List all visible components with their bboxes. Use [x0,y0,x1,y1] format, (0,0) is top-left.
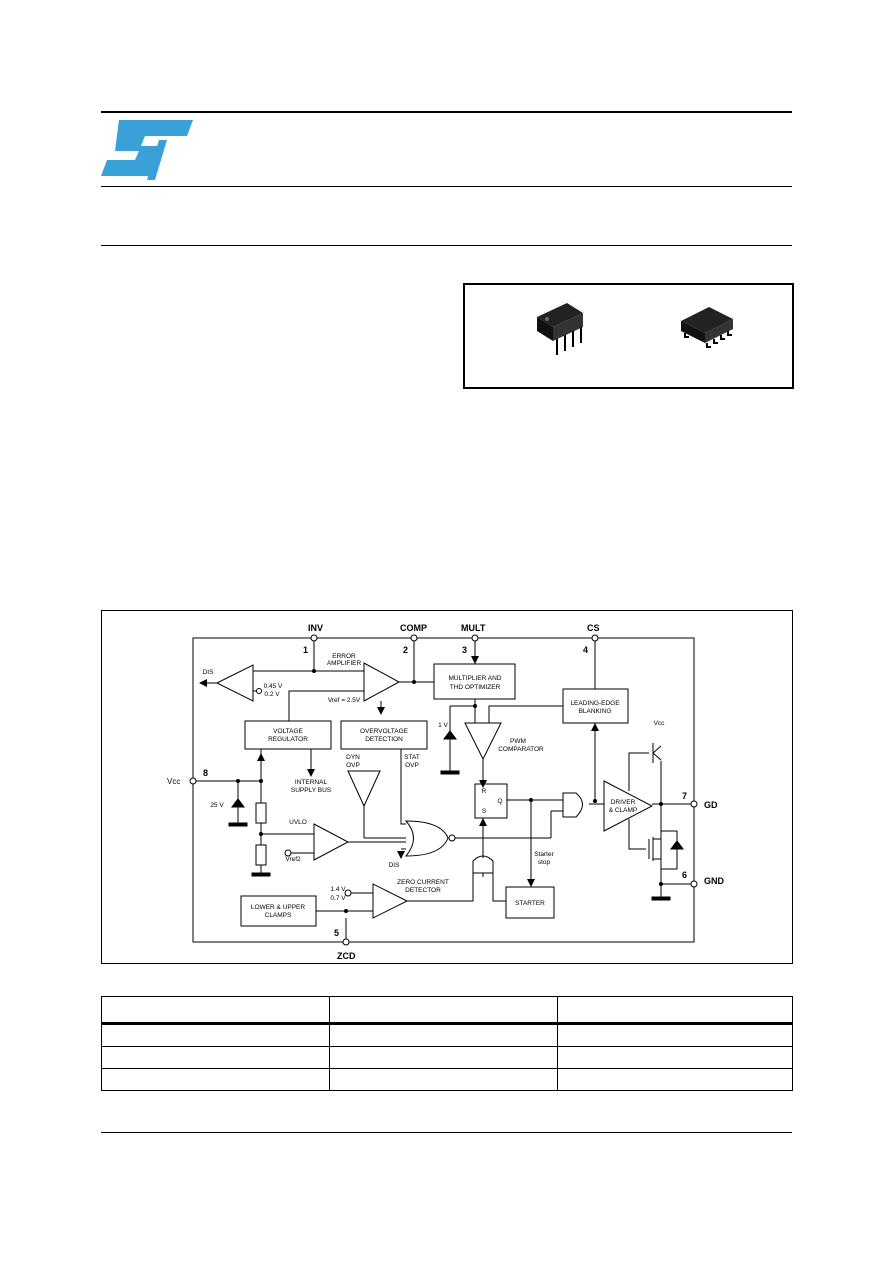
pin-8-number: 8 [203,768,208,778]
internal-bus-label-1: INTERNAL [295,779,328,786]
table-header-row [101,996,793,1025]
mult-label-2: THD OPTIMIZER [450,684,501,691]
dip8-package-icon [537,303,583,355]
driver-clamp [603,780,654,832]
clamps-block [240,895,317,927]
uvlo-label: UVLO [289,819,307,826]
leb-label-2: BLANKING [579,708,612,715]
vreg-label-2: REGULATOR [268,736,308,743]
v1-label: 1 V [438,722,448,729]
dyn-ovp-comparator [347,770,381,808]
v14-label: 1.4 V [330,886,346,893]
error-amp-label-1: ERROR [332,653,356,660]
clamps-label-1: LOWER & UPPER [251,904,305,911]
block-diagram-frame: INV COMP MULT CS ZCD GND GD Vcc 1 2 3 4 … [101,610,793,964]
pin-zcd-label: ZCD [337,951,356,961]
and-gate-starter [472,855,494,874]
pin-inv-label: INV [308,623,323,633]
nor-gate [404,820,449,857]
starter-stop-label-2: stop [538,859,551,866]
header-bottom-rule [101,245,792,246]
dis-label-top: DIS [203,669,215,676]
leb-label-1: LEADING-EDGE [570,700,620,707]
mult-label-1: MULTIPLIER AND [449,675,502,682]
pin-comp-label: COMP [400,623,427,633]
pin-vcc-label: Vcc [167,777,180,786]
zcd-label-1: ZERO CURRENT [397,879,449,886]
v25-label: 25 V [210,802,224,809]
error-amplifier [363,662,401,702]
ovp-block [340,720,428,750]
ic-boundary [192,637,695,943]
st-logo-s-shape [101,120,193,176]
uvlo-comparator [313,823,350,861]
driver-label-1: DRIVER [611,799,636,806]
table-row [101,1068,793,1091]
vreg-label-1: VOLTAGE [273,728,303,735]
dis-label-bottom: DIS [389,862,401,869]
vref-label: Vref = 2.5V [328,697,361,704]
starter-block [505,886,555,919]
pwm-label-1: PWM [510,738,526,745]
package-box [463,283,794,389]
v045-label: 0.45 V [264,683,283,690]
pwm-comparator [464,722,502,761]
v02-label: 0.2 V [264,691,280,698]
table-row [101,1046,793,1069]
pin-cs-label: CS [587,623,600,633]
ovp-label-1: OVERVOLTAGE [360,728,409,735]
zcd-label-2: DETECTOR [405,887,441,894]
pin-gnd-label: GND [704,876,725,886]
starter-stop-label-1: Starter [534,851,554,858]
error-amp-label-2: AMPLIFIER [327,660,362,667]
latch-s-label: S [482,808,487,815]
v07-label: 0.7 V [330,895,346,902]
order-codes-table [101,996,793,1091]
and-gate-driver [562,792,583,818]
stat-ovp-label-1: STAT [404,754,420,761]
header-mid-rule [101,186,792,187]
block-diagram: INV COMP MULT CS ZCD GND GD Vcc 1 2 3 4 … [167,623,725,961]
header-top-rule [101,111,792,113]
pin-gd-label: GD [704,800,718,810]
clamps-label-2: CLAMPS [265,912,292,919]
ovp-label-2: DETECTION [365,736,403,743]
latch-q-label: Q [497,798,502,805]
starter-label: STARTER [515,900,545,907]
internal-bus-label-2: SUPPLY BUS [291,787,332,794]
pin-1-number: 1 [303,645,308,655]
so8-package-icon [681,307,733,348]
pin-mult-label: MULT [461,623,486,633]
voltage-regulator-block [244,720,332,750]
dis-comparator [215,664,254,702]
pin-6-number: 6 [682,870,687,880]
pin-7-number: 7 [682,791,687,801]
st-logo-t-shape [147,140,167,180]
driver-label-2: & CLAMP [609,807,638,814]
zcd-comparator [372,883,409,919]
vcc-driver-label: Vcc [654,720,666,727]
pin-3-number: 3 [462,645,467,655]
vref2-label: Vref2 [285,856,301,863]
table-row [101,1023,793,1047]
pin-4-number: 4 [583,645,588,655]
footer-rule [101,1132,792,1133]
dyn-ovp-label-2: OVP [346,762,360,769]
pwm-label-2: COMPARATOR [498,746,544,753]
rs-latch [474,783,508,819]
latch-r-label: R [482,788,487,795]
dyn-ovp-label-1: DYN [346,754,360,761]
pin-2-number: 2 [403,645,408,655]
st-logo-icon [101,120,193,180]
stat-ovp-label-2: OVP [405,762,419,769]
pin-5-number: 5 [334,928,339,938]
